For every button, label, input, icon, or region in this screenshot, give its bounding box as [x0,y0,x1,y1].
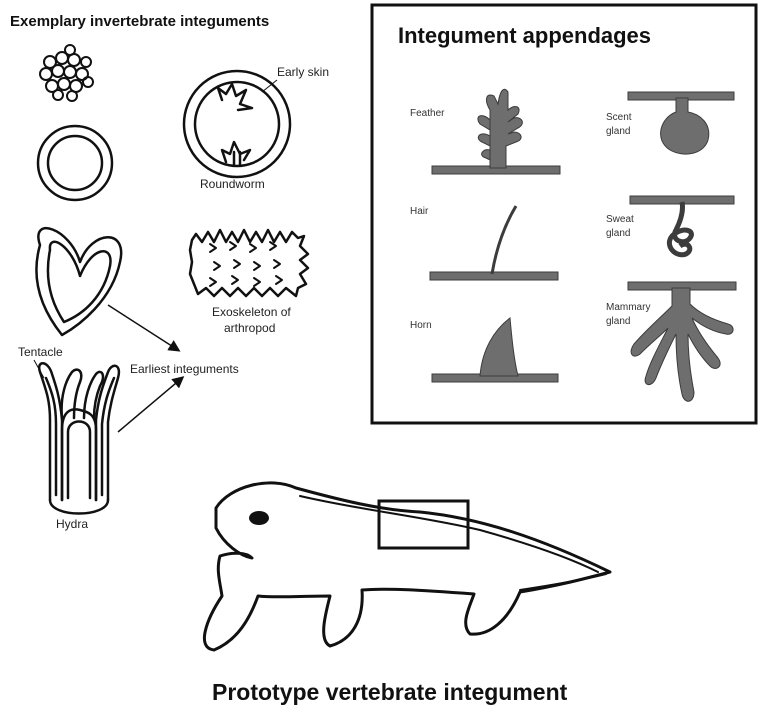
hydra-label: Hydra [56,517,88,531]
mammary-gland-label-line2: gland [606,316,630,327]
horn-label: Horn [410,320,432,331]
earliest-integuments-label: Earliest integuments [130,362,239,376]
hollow-sphere-icon [38,126,112,200]
prototype-vertebrate-icon [204,483,610,650]
earliest-arrow-bottom [118,378,182,432]
exoskeleton-label-line1: Exoskeleton of [212,305,291,319]
cup-shape-icon [36,228,121,335]
invertebrates-title: Exemplary invertebrate integuments [10,13,269,30]
feather-icon [432,89,560,174]
hydra-icon [39,363,119,513]
roundworm-label: Roundworm [200,177,265,191]
feather-label: Feather [410,108,445,119]
hair-icon [430,206,558,280]
mammary-gland-icon [628,282,736,401]
sweat-gland-label-line1: Sweat [606,214,634,225]
horn-icon [432,318,558,382]
early-skin-label: Early skin [277,65,329,79]
scent-gland-label-line1: Scent [606,112,632,123]
mammary-gland-label-line1: Mammary [606,302,650,313]
cell-cluster-icon [40,45,93,101]
sweat-gland-icon [630,196,734,255]
vertebrate-title: Prototype vertebrate integument [212,679,568,705]
tentacle-label: Tentacle [18,345,63,359]
earliest-arrow-top [108,305,178,350]
hair-label: Hair [410,206,429,217]
appendages-title: Integument appendages [398,23,651,48]
sweat-gland-label-line2: gland [606,228,630,239]
exoskeleton-icon [190,230,308,296]
exoskeleton-label-line2: arthropod [224,321,275,335]
scent-gland-icon [628,92,734,154]
scent-gland-label-line2: gland [606,126,630,137]
roundworm-icon [184,71,290,177]
appendages-box [372,5,756,423]
